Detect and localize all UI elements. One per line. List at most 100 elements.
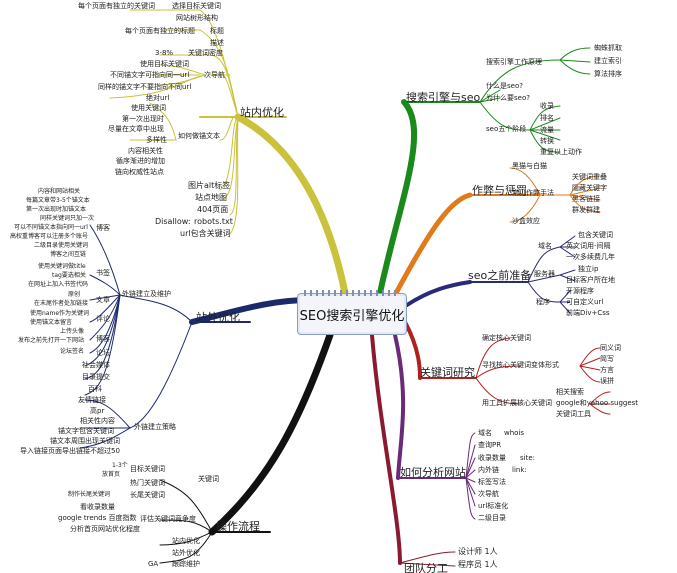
node[interactable]: 外链建立及维护: [122, 290, 171, 298]
node[interactable]: 黑客链接: [572, 195, 600, 203]
node[interactable]: seo五个阶段: [486, 125, 527, 133]
node[interactable]: url包含关键词: [180, 229, 231, 238]
node[interactable]: 论坛签名: [60, 348, 85, 355]
node[interactable]: google和yahoo suggest: [556, 399, 639, 407]
node[interactable]: 社会媒体: [82, 361, 110, 369]
node[interactable]: 同样关键词只加一次: [40, 215, 95, 222]
node[interactable]: 高权重博客可以注册多个账号: [10, 233, 89, 240]
node[interactable]: 原创: [68, 291, 81, 298]
node[interactable]: 第一次出现时加锚文本: [26, 206, 87, 213]
branch-team[interactable]: 团队分工: [404, 562, 448, 573]
node[interactable]: 论坛: [96, 349, 110, 357]
node[interactable]: 外链建立策略: [134, 423, 176, 431]
branch-keyword-research[interactable]: 关键词研究: [420, 366, 475, 379]
node[interactable]: 确定核心关键词: [482, 334, 531, 342]
node[interactable]: link:: [512, 466, 527, 474]
node[interactable]: 博客: [96, 335, 110, 343]
node[interactable]: 重复以上动作: [540, 148, 582, 156]
node[interactable]: 内外链: [478, 466, 499, 474]
node[interactable]: 可自定义url: [566, 298, 604, 306]
node[interactable]: 3-8%: [155, 49, 174, 57]
node[interactable]: 尽量在文章中出现: [108, 125, 164, 133]
node[interactable]: 设计师 1人: [458, 547, 498, 556]
node[interactable]: site:: [520, 454, 536, 462]
node[interactable]: 关键词重叠: [572, 173, 607, 181]
node[interactable]: 图片alt标签: [188, 181, 231, 190]
node[interactable]: 书签: [96, 269, 110, 277]
node[interactable]: 网站树形结构: [176, 14, 218, 22]
node[interactable]: 看收录数量: [80, 503, 115, 511]
node[interactable]: 包含关键词: [578, 231, 613, 239]
node[interactable]: 链向权威性站点: [115, 168, 164, 176]
node[interactable]: 黑猫与白猫: [512, 162, 547, 170]
branch-prep[interactable]: seo之前准备: [468, 269, 532, 282]
node[interactable]: 为什么要seo?: [486, 94, 530, 102]
node[interactable]: 转换: [540, 137, 554, 145]
node[interactable]: 制作长尾关键词: [68, 491, 111, 498]
node[interactable]: 404页面: [197, 205, 229, 214]
node[interactable]: robots.txt: [194, 217, 233, 226]
node[interactable]: 热门关键词: [130, 479, 165, 487]
node[interactable]: 循序渐进的增加: [116, 157, 165, 165]
node[interactable]: 如何做锚文本: [178, 132, 220, 140]
node[interactable]: 在末尾作者处加链接: [34, 300, 89, 307]
node[interactable]: 评估关键词竞争度: [140, 515, 196, 523]
node[interactable]: tag要选相关: [52, 272, 86, 279]
node[interactable]: 什么是seo?: [486, 82, 523, 90]
node[interactable]: 蜘蛛抓取: [594, 44, 622, 52]
node[interactable]: 上传头像: [60, 328, 85, 335]
node[interactable]: 博客之间互链: [50, 251, 87, 258]
node[interactable]: 标题: [210, 27, 224, 35]
node[interactable]: 每篇文章带3-5个锚文本: [26, 197, 90, 204]
node[interactable]: 建立索引: [594, 57, 622, 65]
node[interactable]: 选择目标关键词: [172, 2, 221, 10]
node[interactable]: 站外优化: [172, 549, 200, 557]
node[interactable]: 内容和网站相关: [38, 188, 81, 195]
node[interactable]: 站点地图: [195, 193, 227, 202]
node[interactable]: 使用目标关键词: [140, 60, 189, 68]
node[interactable]: 在网址上加入书签代码: [28, 281, 89, 288]
node[interactable]: 域名: [478, 429, 492, 437]
node[interactable]: 高pr: [90, 407, 105, 415]
node[interactable]: url标准化: [478, 502, 509, 510]
node[interactable]: 流量: [540, 126, 554, 134]
node[interactable]: 程序: [536, 298, 550, 306]
node[interactable]: 查询PR: [478, 441, 502, 449]
node[interactable]: 评论: [96, 315, 110, 323]
node[interactable]: 跟踪维护: [172, 560, 200, 568]
branch-site-external[interactable]: 站外优化: [196, 311, 240, 324]
node[interactable]: google trends 百度指数: [58, 514, 137, 522]
node[interactable]: 每个页面有独立的关键词: [78, 2, 155, 10]
node[interactable]: 关键词: [198, 475, 219, 483]
node[interactable]: 独立ip: [578, 265, 599, 273]
branch-analysis[interactable]: 如何分析网站: [400, 466, 466, 479]
node[interactable]: 开源程序: [566, 287, 594, 295]
node[interactable]: whois: [504, 429, 525, 437]
central-topic[interactable]: SEO搜索引擎优化: [297, 290, 407, 335]
node[interactable]: 误拼: [600, 377, 614, 385]
node[interactable]: 搜索引擎工作原理: [486, 58, 542, 66]
node[interactable]: 使用关键词做title: [38, 263, 86, 270]
node[interactable]: 沙盒效应: [512, 217, 540, 225]
node[interactable]: 绝对url: [146, 94, 170, 102]
branch-operation[interactable]: 操作流程: [216, 520, 260, 533]
node[interactable]: 分析首页网站优化程度: [70, 525, 140, 533]
node[interactable]: 次导航: [478, 490, 499, 498]
node[interactable]: 寻找核心关键词变体形式: [482, 361, 559, 369]
node[interactable]: 每个页面有独立的标题: [125, 27, 195, 35]
node[interactable]: 关键词密度: [188, 49, 223, 57]
node[interactable]: 用工具扩展核心关键词: [482, 399, 552, 407]
node[interactable]: 使用关键词: [131, 104, 166, 112]
node[interactable]: 友情链接: [78, 396, 106, 404]
node[interactable]: 前端Div+Css: [566, 309, 610, 317]
node[interactable]: 方言: [600, 366, 614, 374]
node[interactable]: 博客: [96, 224, 110, 232]
node[interactable]: 第一次出现时: [122, 115, 164, 123]
node[interactable]: 同义词: [600, 344, 621, 352]
node[interactable]: 域名: [538, 242, 552, 250]
node[interactable]: 程序员 1人: [458, 560, 498, 569]
node[interactable]: 二级目录: [478, 514, 506, 522]
node[interactable]: 群发群建: [572, 206, 600, 214]
node[interactable]: 收录: [540, 102, 554, 110]
node[interactable]: 导入链接页面导出链接不超过50: [20, 447, 120, 455]
